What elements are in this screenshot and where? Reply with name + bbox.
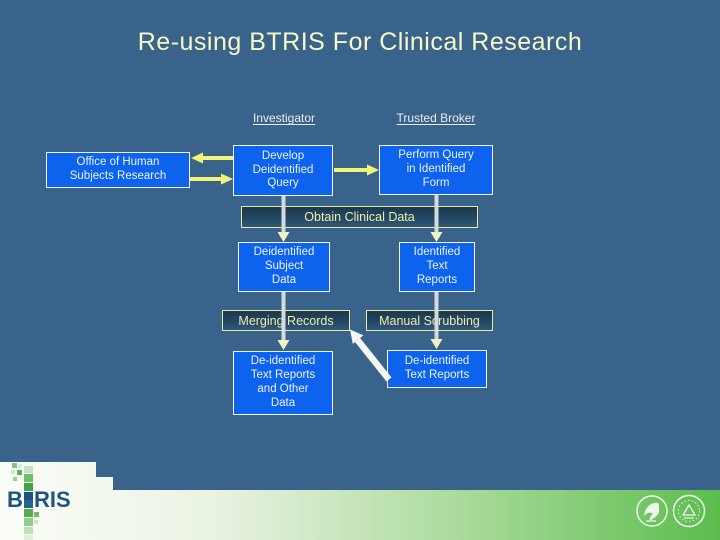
mosaic-square xyxy=(24,518,33,526)
footer-band xyxy=(0,462,720,540)
column-header-trusted-broker: Trusted Broker xyxy=(396,111,476,125)
mosaic-square xyxy=(24,483,33,491)
box-deidentified-text-reports-and-other-data: De-identified Text Reports and Other Dat… xyxy=(233,351,333,415)
mosaic-square xyxy=(24,492,33,500)
mosaic-square xyxy=(11,470,15,474)
mosaic-square xyxy=(24,466,33,473)
mosaic-square xyxy=(24,474,33,482)
mosaic-square xyxy=(18,464,22,468)
mosaic-square xyxy=(34,520,38,524)
box-perform-query-in-identified-form: Perform Query in Identified Form xyxy=(379,145,493,195)
box-office-of-human-subjects-research: Office of Human Subjects Research xyxy=(46,152,190,188)
mosaic-square xyxy=(13,477,17,481)
box-deidentified-subject-data: Deidentified Subject Data xyxy=(238,242,330,292)
mosaic-square xyxy=(34,512,39,517)
box-deidentified-text-reports: De-identified Text Reports xyxy=(387,350,487,388)
nih-seal-icon xyxy=(672,494,706,528)
box-merging-records: Merging Records xyxy=(222,310,350,331)
slide-title: Re-using BTRIS For Clinical Research xyxy=(137,28,583,56)
btris-logo-letters-ris: RIS xyxy=(34,487,71,512)
mosaic-square xyxy=(24,535,33,540)
mosaic-square xyxy=(24,509,33,517)
box-develop-deidentified-query: Develop Deidentified Query xyxy=(233,145,333,196)
mosaic-square xyxy=(12,463,17,468)
mosaic-square xyxy=(24,527,33,534)
arrow-develop-to-perform-icon xyxy=(334,164,379,176)
column-header-investigator: Investigator xyxy=(252,111,316,125)
mosaic-square xyxy=(24,500,33,508)
hhs-seal-icon xyxy=(636,495,668,527)
btris-logo: B RIS xyxy=(0,460,100,540)
box-manual-scrubbing: Manual Scrubbing xyxy=(366,310,493,331)
box-obtain-clinical-data: Obtain Clinical Data xyxy=(241,206,478,228)
footer-seals xyxy=(636,494,706,528)
mosaic-square xyxy=(17,470,22,475)
btris-logo-letter-b: B xyxy=(7,487,23,512)
arrow-deid-reports-to-merging-icon xyxy=(350,329,392,382)
arrow-office-to-develop-icon xyxy=(190,173,233,185)
box-identified-text-reports: Identified Text Reports xyxy=(399,242,475,292)
arrow-develop-to-office-icon xyxy=(191,152,233,164)
